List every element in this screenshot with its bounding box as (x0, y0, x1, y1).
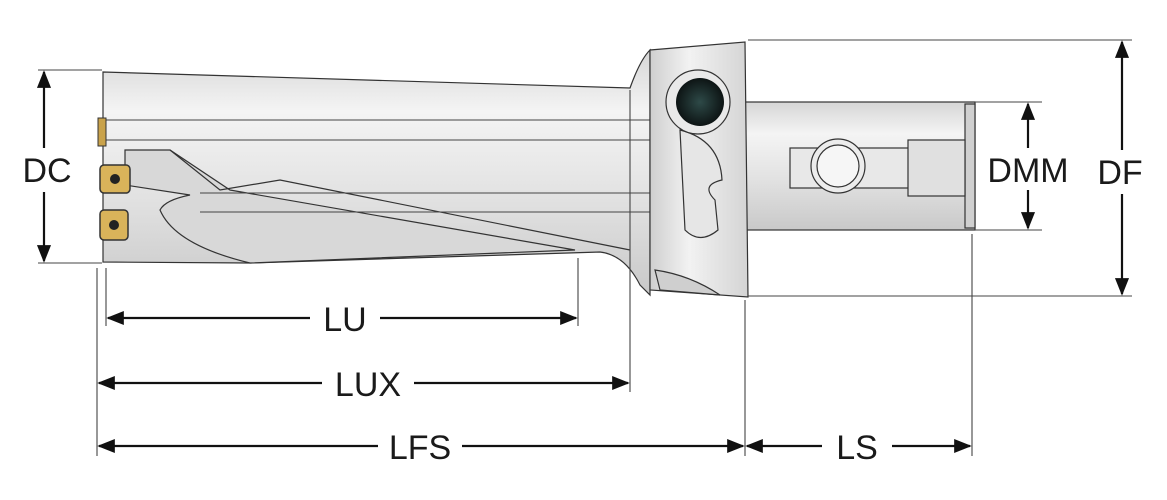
flange-relief (654, 269, 721, 296)
dimension-ls: LS (745, 429, 972, 467)
shank-side-hole-inner (816, 144, 860, 188)
dimension-lfs: LFS (97, 429, 745, 467)
label-ls: LS (836, 429, 878, 467)
label-dmm: DMM (987, 152, 1068, 190)
dimension-lux: LUX (97, 366, 630, 404)
extension-lines (38, 39, 1132, 456)
dimension-lu: LU (106, 301, 578, 339)
insert-screw-icon (110, 174, 120, 184)
insert-screw-icon (109, 220, 119, 230)
label-df: DF (1097, 154, 1142, 192)
insert-side (97, 117, 107, 147)
label-dc: DC (22, 152, 71, 190)
flute-edge (169, 149, 631, 251)
coolant-hole (676, 78, 724, 126)
drill-body (97, 41, 976, 298)
shank-end-chamfer (964, 103, 976, 229)
flute (124, 149, 576, 264)
dimension-dc: DC (22, 70, 72, 263)
dimension-dmm: DMM (987, 102, 1069, 230)
shank-step (907, 139, 966, 197)
label-lfs: LFS (389, 429, 451, 467)
label-lu: LU (323, 301, 366, 339)
dimension-df: DF (1097, 40, 1143, 296)
flange-coolant-channel (679, 129, 723, 239)
label-lux: LUX (335, 366, 401, 404)
